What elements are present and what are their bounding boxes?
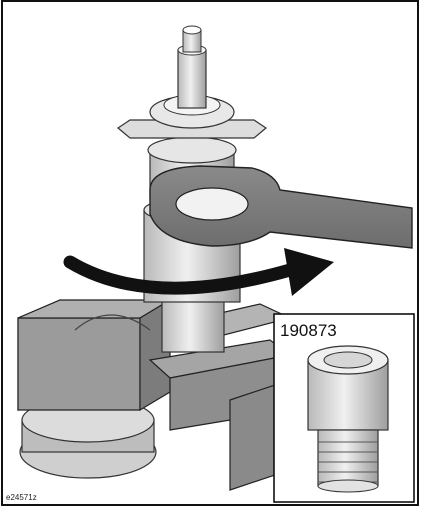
bench-vise-icon: [17, 298, 292, 491]
threaded-socket-tool-icon: [307, 345, 389, 493]
tool-inset: 190873: [273, 313, 415, 503]
tool-number-label: 190873: [280, 321, 337, 340]
open-end-wrench-icon: [149, 165, 413, 249]
rotation-arrow-icon: [63, 248, 334, 296]
reference-code: e24571z: [6, 493, 37, 502]
